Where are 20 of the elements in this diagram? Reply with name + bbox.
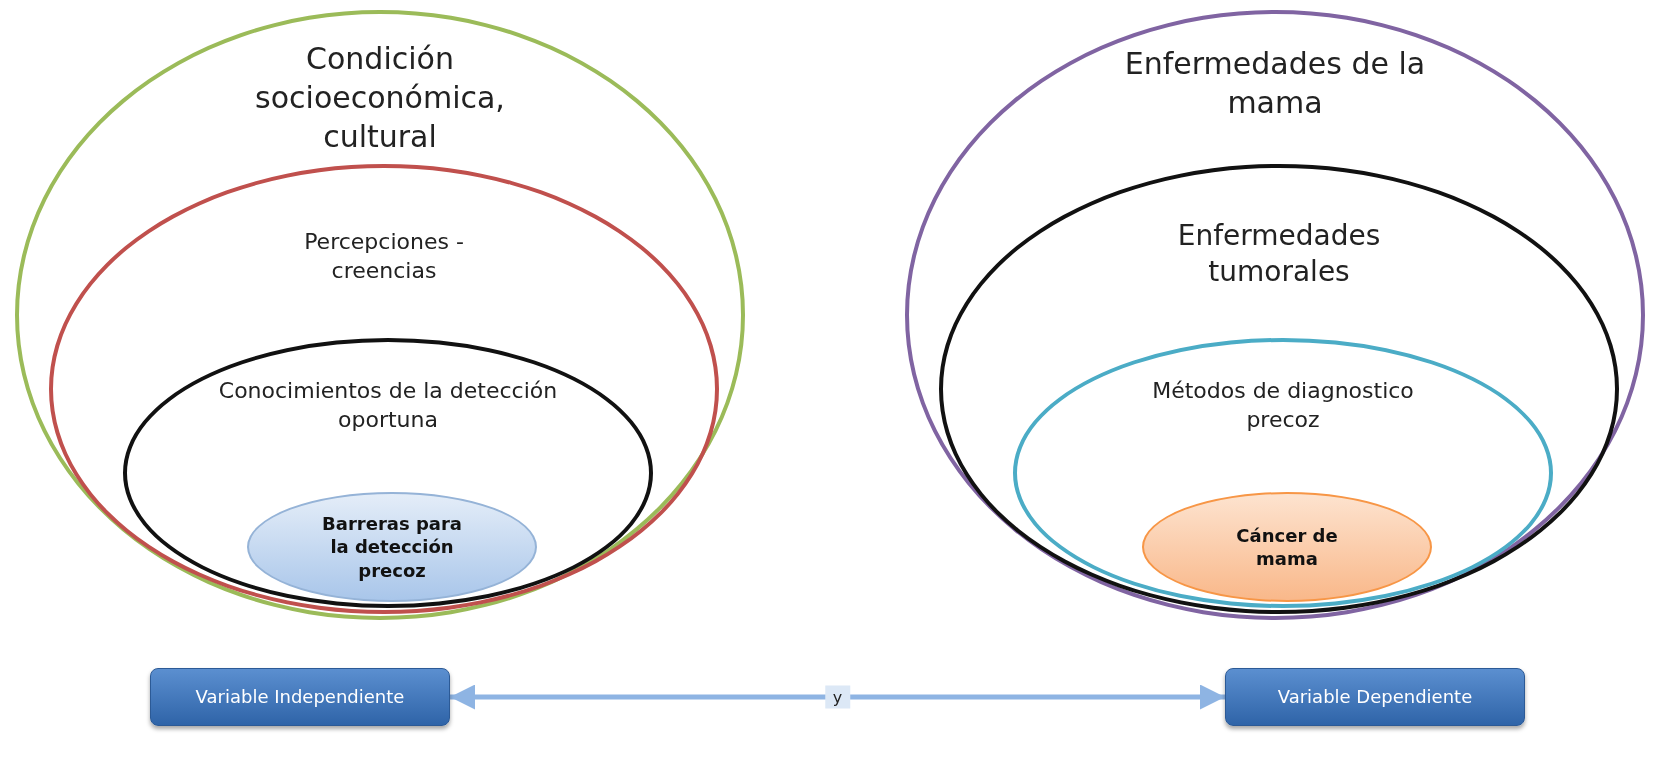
region-label: Percepciones - creencias — [303, 228, 465, 285]
region-label: Condición socioeconómica, cultural — [254, 40, 506, 156]
oval-region — [905, 10, 1645, 620]
box-label: Variable Dependiente — [1277, 685, 1473, 709]
oval-region — [939, 164, 1619, 614]
oval-region — [15, 10, 745, 620]
region-label: Métodos de diagnostico precoz — [1151, 377, 1415, 434]
variable-box — [150, 668, 450, 726]
oval-region — [123, 338, 653, 608]
region-label: Conocimientos de la detección oportuna — [217, 377, 559, 434]
edge-label: y — [824, 685, 851, 709]
box-label: Variable Independiente — [195, 685, 405, 709]
region-label: Barreras para la detección precoz — [321, 511, 463, 583]
arrow — [450, 684, 1225, 710]
region-label: Enfermedades tumorales — [1176, 218, 1382, 291]
region-label: Cáncer de mama — [1235, 523, 1339, 571]
oval-region — [1013, 338, 1553, 608]
oval-region — [49, 164, 719, 614]
variable-box — [1225, 668, 1525, 726]
region-label: Enfermedades de la mama — [1123, 45, 1427, 122]
